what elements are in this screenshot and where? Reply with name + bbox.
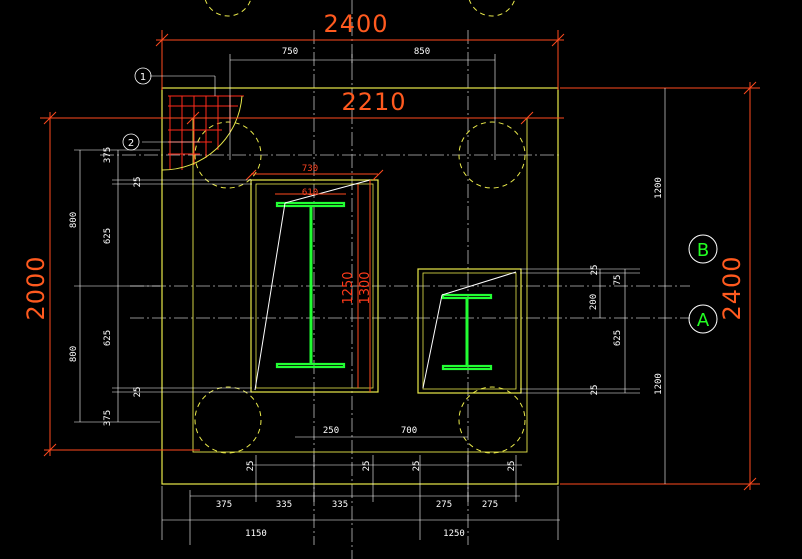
column-1 <box>250 179 379 393</box>
dim-bottom-335-b: 335 <box>332 500 348 510</box>
axis-bubble-a: A <box>688 304 718 334</box>
dim-small-25-a: 25 <box>246 461 256 472</box>
dimension-lines-fine <box>74 54 666 545</box>
dim-left-375-bottom: 375 <box>103 410 113 426</box>
dim-right-625: 625 <box>613 330 623 346</box>
callout-tag-2: 2 <box>122 133 140 151</box>
dimension-lines-overall <box>40 30 760 491</box>
dim-bottom-1250: 1250 <box>443 529 465 539</box>
dim-right-1200-bottom: 1200 <box>654 373 664 395</box>
axis-a-label: A <box>697 310 710 331</box>
dim-left-375-top: 375 <box>103 147 113 163</box>
dim-bottom-375: 375 <box>216 500 232 510</box>
dim-left-25-top: 25 <box>133 177 143 188</box>
dim-right-75: 75 <box>613 275 623 286</box>
dim-left-800-top: 800 <box>69 212 79 228</box>
callout-tag-1-label: 1 <box>140 72 146 83</box>
dim-overall-height-right: 2400 <box>718 255 746 320</box>
dim-right-1200-top: 1200 <box>654 177 664 199</box>
pile-circles <box>194 121 526 454</box>
dim-small-25-c: 25 <box>412 461 422 472</box>
dim-right-200: 200 <box>589 294 599 310</box>
dim-top-850: 850 <box>414 47 430 57</box>
dim-col1-h2: 1300 <box>358 271 373 304</box>
dim-small-25-b: 25 <box>362 461 372 472</box>
dim-right-25-bottom: 25 <box>590 385 600 396</box>
dim-bottom-275-b: 275 <box>482 500 498 510</box>
callout-tag-2-label: 2 <box>128 138 134 149</box>
column-1-hsection <box>275 201 346 369</box>
dim-gap-250: 250 <box>323 426 339 436</box>
dim-inner-width: 2210 <box>341 88 406 116</box>
dim-right-25-top: 25 <box>590 265 600 276</box>
column-2-hsection <box>441 293 493 371</box>
dim-overall-width: 2400 <box>323 10 388 38</box>
dim-left-625-top: 625 <box>103 228 113 244</box>
dim-left-800-bottom: 800 <box>69 346 79 362</box>
column-1-red-dims <box>245 169 384 392</box>
dim-bottom-335-a: 335 <box>276 500 292 510</box>
column-1-diagonal <box>254 179 371 391</box>
dim-left-25-bottom: 25 <box>133 387 143 398</box>
dim-col1-h1: 1250 <box>341 271 356 304</box>
dim-overall-height-left: 2000 <box>22 255 50 320</box>
dim-bottom-275-a: 275 <box>436 500 452 510</box>
dim-bottom-1150: 1150 <box>245 529 267 539</box>
dim-gap-700: 700 <box>401 426 417 436</box>
dim-col1-flange: 610 <box>302 188 318 198</box>
callout-tag-1: 1 <box>134 67 152 85</box>
dim-top-750: 750 <box>282 47 298 57</box>
column-2 <box>417 268 522 394</box>
dim-small-25-d: 25 <box>507 461 517 472</box>
dim-left-625-bottom: 625 <box>103 330 113 346</box>
axis-b-label: B <box>697 240 709 261</box>
top-partial-circles <box>204 0 516 17</box>
axis-bubble-b: B <box>688 234 718 264</box>
column-2-diagonal <box>422 271 517 389</box>
dim-col1-width: 730 <box>302 164 318 174</box>
